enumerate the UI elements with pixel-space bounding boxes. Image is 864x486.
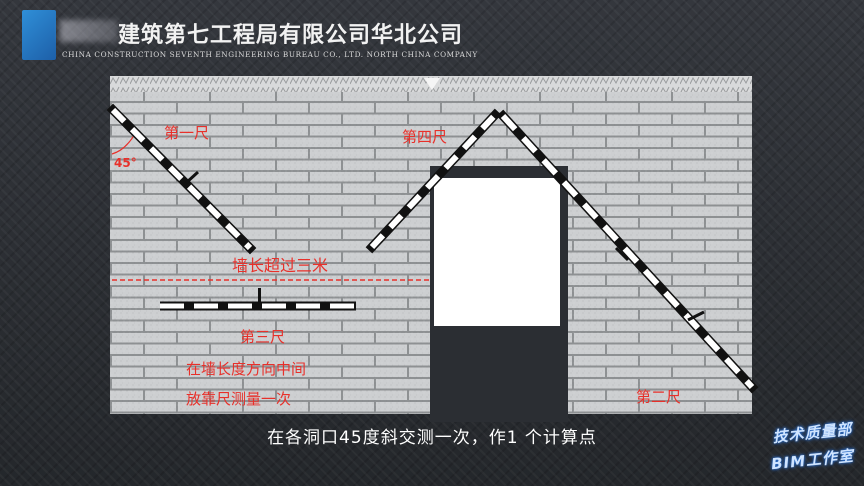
watermark-line-2: BIM工作室 (770, 446, 855, 474)
wall-diagram-svg (106, 76, 759, 422)
ruler-2 (496, 109, 759, 394)
ruler-4-label: 第四尺 (402, 128, 448, 146)
video-subtitle: 在各洞口45度斜交测一次，作1 个计算点 (267, 428, 597, 448)
ruler-4 (365, 108, 502, 254)
ruler-1 (106, 103, 257, 255)
opening-panel (434, 178, 560, 326)
blurred-logo-text (60, 20, 118, 42)
ruler-3-label: 第三尺 (240, 328, 286, 346)
ruler-3-note-1: 在墙长度方向中间 (186, 360, 307, 378)
company-name-en: CHINA CONSTRUCTION SEVENTH ENGINEERING B… (62, 50, 478, 59)
ruler-3 (160, 288, 356, 311)
angle-label: 45° (114, 156, 137, 170)
watermark-line-1: 技术质量部 (771, 419, 854, 447)
ruler-2-label: 第二尺 (636, 388, 682, 406)
wall-length-note: 墙长超过三米 (232, 256, 329, 275)
company-name-cn: 建筑第七工程局有限公司华北公司 (118, 23, 464, 48)
ruler-1-label: 第一尺 (164, 124, 210, 142)
cap-notch (424, 78, 440, 90)
ruler-3-note-2: 放靠尺测量一次 (186, 390, 292, 408)
company-logo (22, 10, 56, 60)
ruler-group (106, 103, 759, 394)
wall-diagram: 45° 第一尺 第四尺 墙长超过三米 第三尺 在墙长度方向中间 放靠尺测量一次 … (0, 66, 864, 422)
watermark: 技术质量部 BIM工作室 (770, 420, 854, 473)
header: 建筑第七工程局有限公司华北公司 CHINA CONSTRUCTION SEVEN… (0, 0, 864, 66)
